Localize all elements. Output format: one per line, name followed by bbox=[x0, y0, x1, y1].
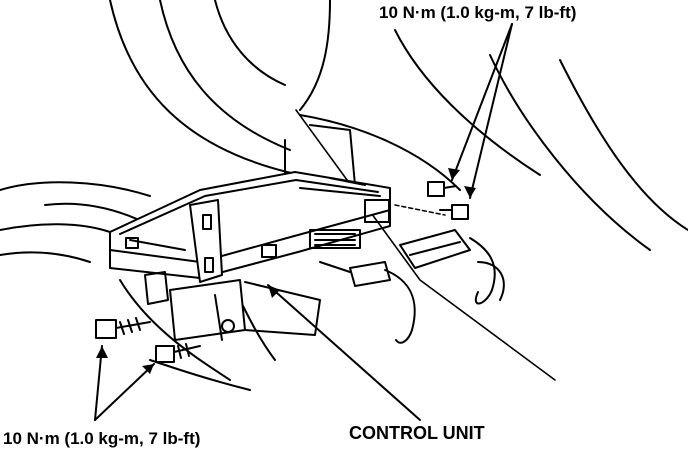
mounting-bracket bbox=[145, 200, 320, 340]
leader-arrows bbox=[95, 24, 512, 420]
control-unit-box bbox=[110, 172, 390, 278]
torque-spec-top: 10 N·m (1.0 kg-m, 7 lb-ft) bbox=[379, 3, 577, 22]
torque-spec-bottom: 10 N·m (1.0 kg-m, 7 lb-ft) bbox=[3, 429, 201, 448]
bolt-upper-right-2 bbox=[440, 205, 468, 219]
support-rod bbox=[296, 110, 555, 380]
bolt-lower-left bbox=[96, 318, 150, 338]
wiring-connector bbox=[320, 230, 504, 343]
bolt-lower-middle bbox=[156, 344, 200, 362]
bolt-upper-right-1 bbox=[428, 182, 456, 196]
control-unit-label: CONTROL UNIT bbox=[349, 423, 485, 443]
